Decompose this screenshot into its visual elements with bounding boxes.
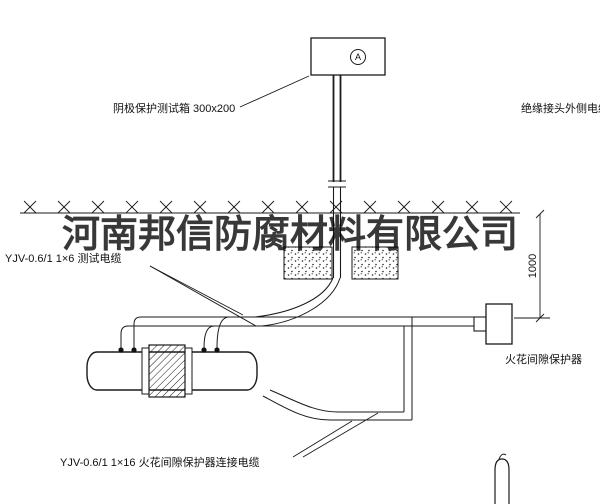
- cable-run-lower: [120, 325, 474, 348]
- cable-terminals: [118, 347, 220, 353]
- dimension-1000: [514, 209, 550, 323]
- cable-from-conduit-1: [254, 277, 334, 318]
- test-box-leader-line: [239, 75, 310, 108]
- leader-lines: [149, 265, 379, 458]
- cable-runs: [120, 277, 474, 420]
- test-cable-leader-2: [149, 265, 257, 327]
- flange-right: [184, 347, 193, 395]
- spark-gap-label: 火花间隙保护器: [505, 352, 582, 366]
- spark-gap-cables-lower: [262, 389, 412, 421]
- test-box: A: [310, 37, 386, 76]
- spark-cable-leader-2: [302, 412, 379, 458]
- spark-gap-cable-label: YJV-0.6/1 1×16 火花间隙保护器连接电缆: [60, 455, 260, 469]
- test-box-label: 阴极保护测试箱 300x200: [113, 101, 235, 115]
- flange-left: [141, 347, 150, 395]
- ground-line: [20, 200, 520, 214]
- concrete-blocks: [283, 246, 399, 280]
- dimension-label: 1000: [527, 254, 539, 278]
- cable-run-upper: [133, 316, 474, 348]
- cable-riser-right-2: [216, 316, 230, 349]
- watermark: 河南邦信防腐材料有限公司: [62, 214, 518, 256]
- insulated-joint-cable-label: 绝缘接头外侧电缆: [521, 101, 600, 115]
- test-cable-leader-1: [149, 265, 244, 316]
- insulating-joint: [148, 344, 186, 398]
- spark-cable-leader-1: [292, 420, 353, 458]
- test-cable-label: YJV-0.6/1 1×6 测试电缆: [5, 252, 121, 265]
- cable-riser-right-1: [203, 325, 215, 349]
- concrete-block-left: [283, 246, 333, 280]
- anode-symbol: [494, 453, 510, 504]
- ammeter-letter: A: [355, 52, 361, 62]
- pipeline: [86, 344, 258, 398]
- spark-gap-protector: [473, 303, 513, 345]
- ground-hatch-marks: [23, 200, 513, 214]
- concrete-block-right: [351, 246, 399, 280]
- conduit-break-symbol: [328, 180, 346, 188]
- ammeter-symbol: [350, 49, 366, 65]
- cable-from-conduit-2: [261, 277, 341, 327]
